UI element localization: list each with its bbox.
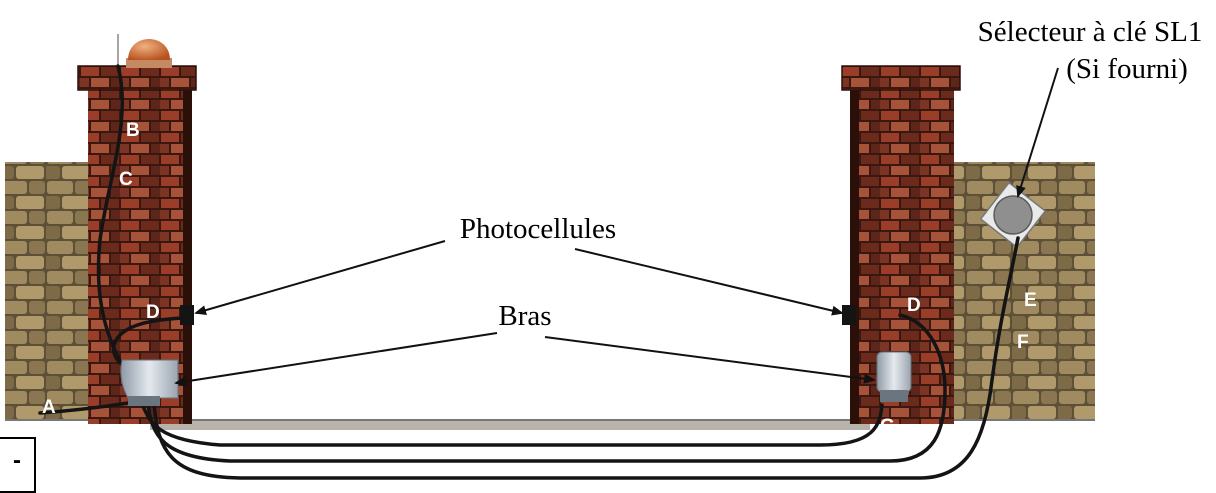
pointer-arrows: [174, 67, 1059, 387]
flashing-beacon-icon: [117, 34, 172, 68]
cable-d-right: [146, 313, 947, 463]
key-selector-icon: [979, 181, 1047, 249]
arms-label: Bras: [498, 300, 551, 332]
cable-e-f: [152, 236, 1020, 480]
gate-arm-motor-icon-right: [876, 351, 912, 402]
cable-b-c: [96, 64, 126, 370]
photocells-label: Photocellules: [460, 213, 616, 245]
left-pillar-cap: [77, 65, 197, 91]
left-stone-wall: [5, 162, 103, 420]
photocell-icon-left: [180, 305, 194, 325]
arrow-arm-right: [544, 336, 876, 384]
cable-letter-d-right: D: [907, 295, 921, 316]
key-selector-note: (Si fourni): [1066, 53, 1188, 85]
arrow-photocell-left: [194, 240, 446, 316]
cable-letter-b: B: [126, 120, 140, 141]
photocell-icon-right: [842, 305, 856, 325]
cable-letter-g: G: [880, 416, 895, 437]
cable-letter-d-left: D: [146, 302, 160, 323]
right-pillar-cap: [841, 65, 961, 91]
cable-d-left: [111, 316, 184, 370]
key-selector-label: Sélecteur à clé SL1: [978, 16, 1203, 48]
gate-installation-diagram: Sélecteur à clé SL1 (Si fourni) Photocel…: [5, 16, 1203, 480]
arrow-photocell-right: [574, 248, 844, 316]
cable-a: [38, 400, 136, 415]
cable-letter-c: C: [119, 169, 133, 190]
gate-arm-motor-icon-left: [120, 359, 179, 406]
corner-dash-box: -: [0, 437, 36, 493]
ground-strip: [150, 420, 870, 430]
arrow-key-selector: [1016, 67, 1059, 198]
cable-letter-e: E: [1024, 290, 1037, 311]
cable-letter-f: F: [1017, 332, 1029, 353]
arrow-arm-left: [174, 332, 498, 387]
cables: [38, 64, 1020, 480]
cable-letter-a: A: [42, 397, 56, 418]
